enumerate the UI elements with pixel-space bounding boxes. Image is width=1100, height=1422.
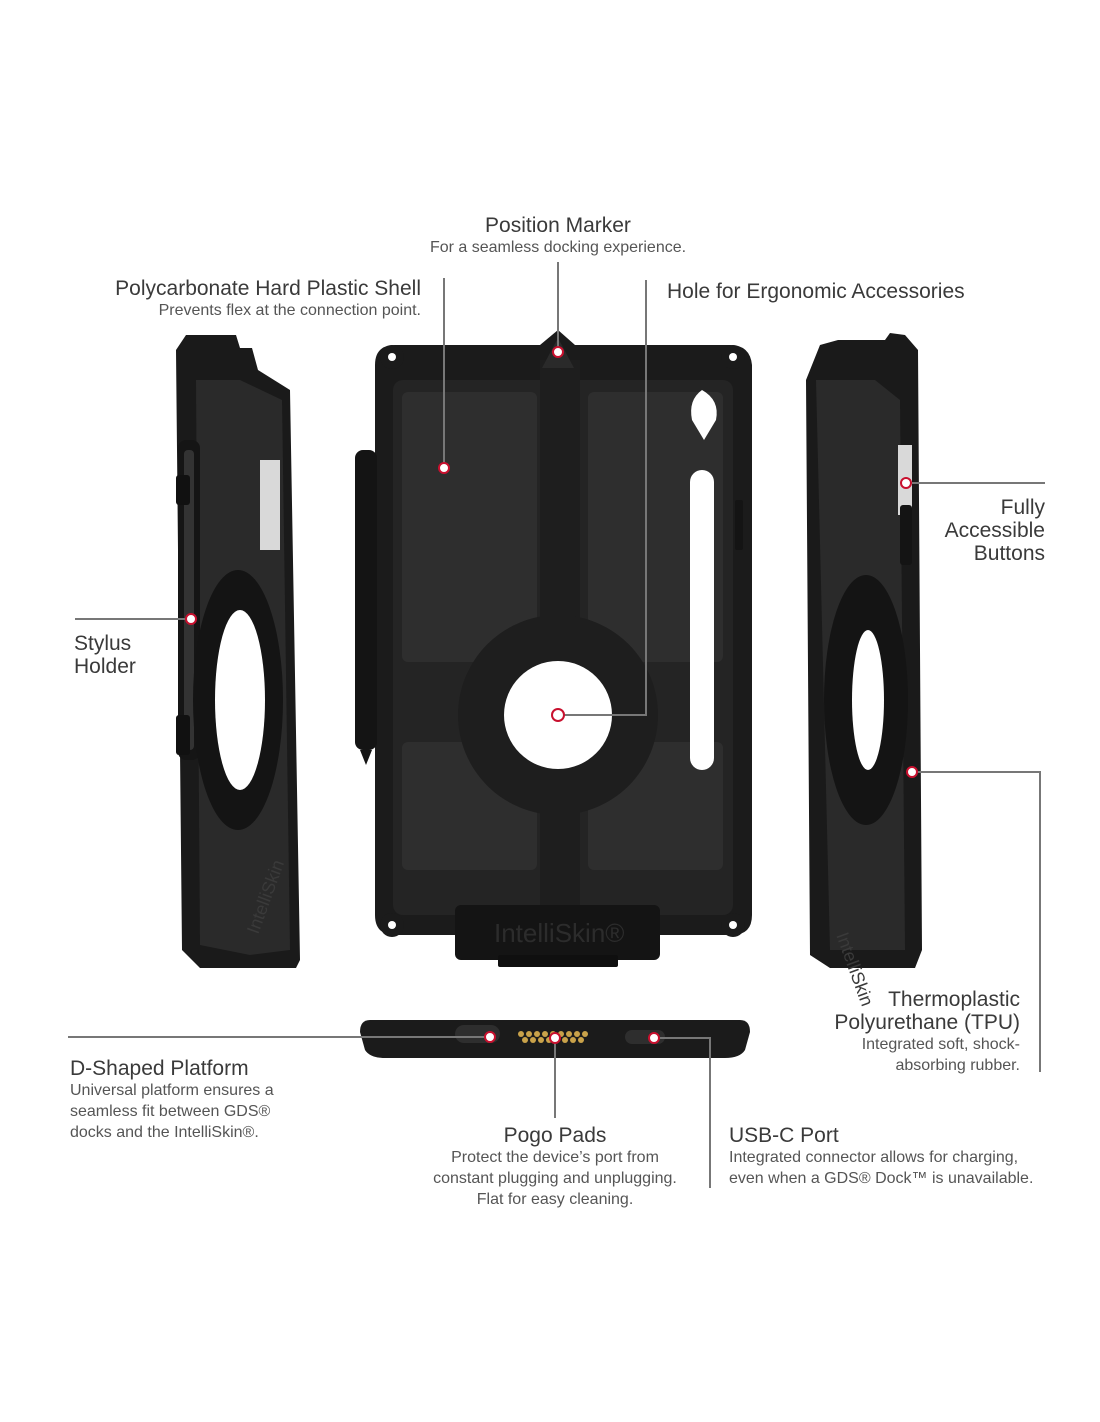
- buttons-line1: Fully: [1000, 496, 1045, 519]
- callout-shell: Polycarbonate Hard Plastic Shell Prevent…: [40, 277, 421, 321]
- pogo-desc2: constant plugging and unplugging.: [433, 1170, 677, 1187]
- usbc-desc2: even when a GDS® Dock™ is unavailable.: [729, 1170, 1034, 1187]
- dot-platform: [484, 1031, 496, 1043]
- dot-hole: [551, 708, 565, 722]
- case-right-side-view: IntelliSkin: [806, 333, 922, 1009]
- dot-buttons: [900, 477, 912, 489]
- dot-shell: [438, 462, 450, 474]
- platform-desc3: docks and the IntelliSkin®.: [70, 1124, 259, 1141]
- stylus-line1: Stylus: [74, 632, 132, 655]
- tpu-line1: Thermoplastic: [888, 988, 1020, 1011]
- shell-title: Polycarbonate Hard Plastic Shell: [115, 277, 421, 300]
- usbc-desc1: Integrated connector allows for charging…: [729, 1149, 1019, 1166]
- pogo-desc1: Protect the device’s port from: [451, 1149, 659, 1166]
- dot-position-marker: [552, 346, 564, 358]
- dot-usbc: [648, 1032, 660, 1044]
- callout-tpu: Thermoplastic Polyurethane (TPU) Integra…: [790, 988, 1020, 1076]
- leader-lines: [68, 262, 1045, 1188]
- tpu-desc1: Integrated soft, shock-: [861, 1036, 1020, 1053]
- callout-pogo: Pogo Pads Protect the device’s port from…: [405, 1124, 705, 1210]
- platform-title: D-Shaped Platform: [70, 1057, 249, 1080]
- dot-pogo: [549, 1032, 561, 1044]
- tpu-line2: Polyurethane (TPU): [834, 1011, 1020, 1034]
- case-left-side-view: IntelliSkin: [176, 335, 300, 968]
- callout-platform: D-Shaped Platform Universal platform ens…: [70, 1057, 370, 1143]
- callout-hole: Hole for Ergonomic Accessories: [667, 280, 1087, 303]
- usbc-title: USB-C Port: [729, 1124, 839, 1147]
- platform-desc2: seamless fit between GDS®: [70, 1103, 271, 1120]
- pogo-title: Pogo Pads: [503, 1124, 607, 1147]
- dot-tpu: [906, 766, 918, 778]
- callout-position-marker: Position Marker For a seamless docking e…: [408, 214, 708, 258]
- tpu-desc2: absorbing rubber.: [895, 1057, 1020, 1074]
- brand-mark: IntelliSkin®: [494, 918, 624, 948]
- callout-usbc: USB-C Port Integrated connector allows f…: [729, 1124, 1069, 1189]
- dot-stylus: [185, 613, 197, 625]
- position-marker-title: Position Marker: [485, 214, 631, 237]
- stylus-line2: Holder: [74, 655, 136, 678]
- callout-buttons: Fully Accessible Buttons: [880, 496, 1045, 565]
- callout-dots: [185, 346, 918, 1044]
- buttons-line3: Buttons: [973, 542, 1045, 565]
- pogo-desc3: Flat for easy cleaning.: [476, 1191, 634, 1208]
- shell-desc: Prevents flex at the connection point.: [158, 302, 421, 319]
- buttons-line2: Accessible: [944, 519, 1045, 542]
- platform-desc1: Universal platform ensures a: [70, 1082, 274, 1099]
- callout-stylus: Stylus Holder: [74, 632, 194, 678]
- hole-title: Hole for Ergonomic Accessories: [667, 280, 965, 303]
- case-front-view: IntelliSkin®: [355, 330, 752, 967]
- position-marker-desc: For a seamless docking experience.: [429, 239, 687, 256]
